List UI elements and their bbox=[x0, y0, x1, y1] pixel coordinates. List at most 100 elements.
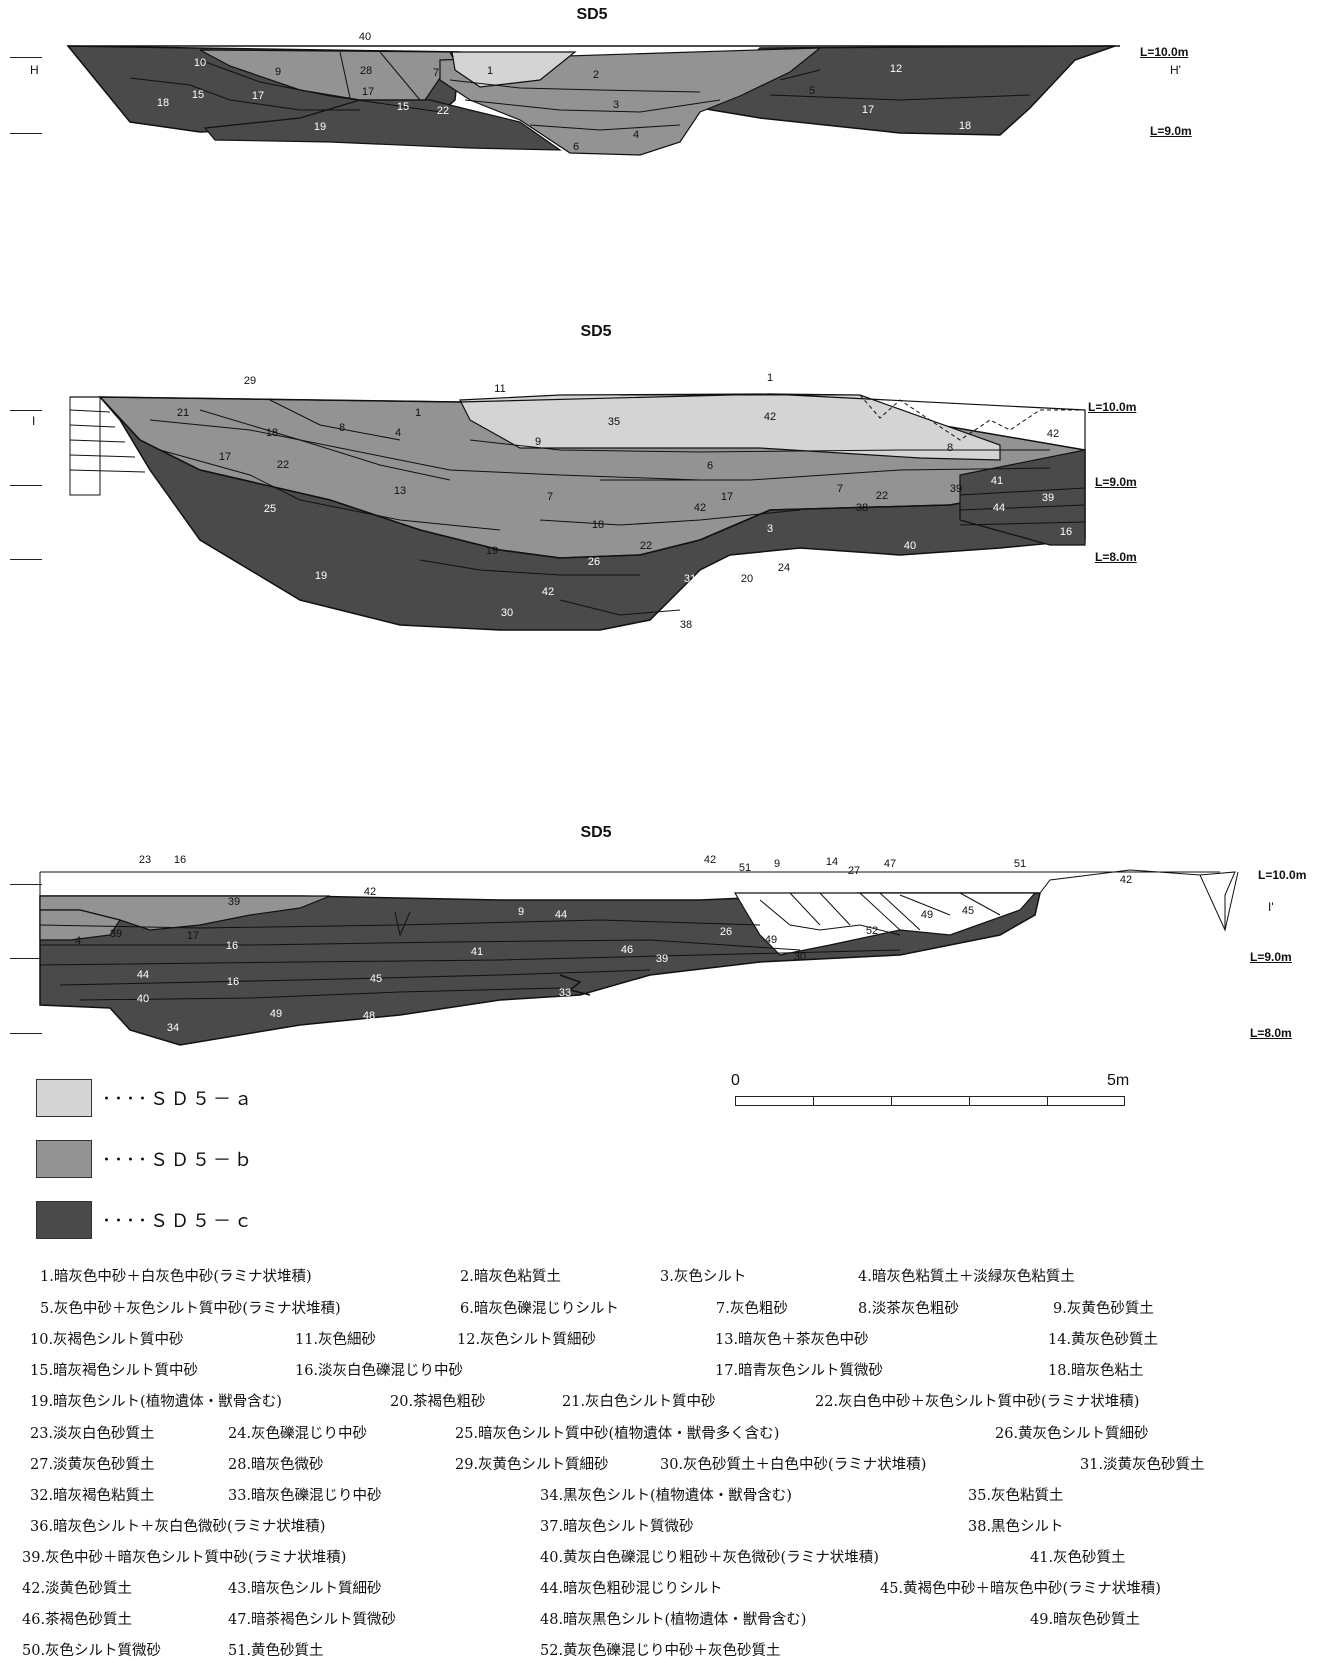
layer-number: 11 bbox=[494, 383, 505, 395]
layer-number: 39 bbox=[1042, 492, 1054, 504]
legend-item-sd5-b: ････ＳＤ５－ｂ bbox=[36, 1139, 255, 1179]
layer-description: 35.灰色粘質土 bbox=[968, 1488, 1064, 1504]
layer-number: 42 bbox=[542, 586, 554, 598]
legend-swatch bbox=[36, 1140, 92, 1178]
layer-number: 5 bbox=[809, 85, 815, 97]
layer-number: 22 bbox=[876, 490, 888, 502]
section-2-diagram: 29 11 1 21 1 35 42 18 8 4 9 42 17 22 6 8… bbox=[69, 372, 1086, 631]
section-1-layer-labels: 40 10 9 28 7 1 2 12 18 15 17 17 15 22 3 … bbox=[157, 31, 971, 153]
layer-fill-sd5-c bbox=[959, 449, 1086, 546]
ground-surface bbox=[70, 393, 1086, 450]
layer-number: 13 bbox=[394, 485, 406, 497]
layer-number: 30 bbox=[501, 607, 513, 619]
layer-number: 29 bbox=[244, 375, 256, 387]
legend-swatch bbox=[36, 1079, 92, 1117]
level-tick bbox=[10, 133, 42, 134]
layer-number: 45 bbox=[370, 973, 382, 985]
layer-number: 30 bbox=[794, 951, 806, 963]
layer-description: 16.淡灰白色礫混じり中砂 bbox=[295, 1363, 464, 1379]
layer-description: 49.暗灰色砂質土 bbox=[1030, 1612, 1141, 1628]
section-2-level-8: L=8.0m bbox=[1095, 550, 1137, 564]
layer-number: 24 bbox=[778, 562, 790, 574]
scale-line bbox=[735, 1096, 1125, 1097]
layer-description: 3.灰色シルト bbox=[660, 1269, 747, 1285]
layer-description: 25.暗灰色シルト質中砂(植物遺体・獣骨多く含む) bbox=[455, 1426, 780, 1442]
layer-number: 21 bbox=[177, 407, 189, 419]
layer-number: 40 bbox=[137, 993, 149, 1005]
layer-description: 30.灰色砂質土＋白色中砂(ラミナ状堆積) bbox=[660, 1457, 927, 1473]
layer-number: 15 bbox=[192, 89, 204, 101]
layer-number: 19 bbox=[315, 570, 327, 582]
section-1-level-10: L=10.0m bbox=[1140, 45, 1189, 59]
level-tick bbox=[10, 559, 42, 560]
layer-number: 45 bbox=[962, 905, 974, 917]
layer-number: 42 bbox=[364, 886, 376, 898]
layer-number: 22 bbox=[437, 105, 449, 117]
layer-description: 23.淡灰白色砂質土 bbox=[30, 1426, 155, 1442]
layer-fill-sd5-c bbox=[99, 396, 1086, 631]
layer-description: 28.暗灰色微砂 bbox=[228, 1457, 324, 1473]
layer-number: 17 bbox=[187, 930, 199, 942]
layer-description: 12.灰色シルト質細砂 bbox=[457, 1332, 597, 1348]
layer-description: 45.黄褐色中砂＋暗灰色中砂(ラミナ状堆積) bbox=[880, 1581, 1161, 1597]
layer-number: 9 bbox=[275, 66, 281, 78]
level-tick bbox=[10, 958, 42, 959]
layer-number: 48 bbox=[363, 1010, 375, 1022]
layer-number: 39 bbox=[228, 896, 240, 908]
layer-number: 46 bbox=[621, 944, 633, 956]
layer-description: 19.暗灰色シルト(植物遺体・獣骨含む) bbox=[30, 1394, 282, 1410]
scale-division bbox=[891, 1096, 892, 1106]
layer-description: 27.淡黄灰色砂質土 bbox=[30, 1457, 155, 1473]
layer-description: 10.灰褐色シルト質中砂 bbox=[30, 1332, 184, 1348]
layer-description: 47.暗茶褐色シルト質微砂 bbox=[228, 1612, 397, 1628]
layer-number: 44 bbox=[137, 969, 149, 981]
layer-number: 16 bbox=[174, 854, 186, 866]
layer-number: 49 bbox=[921, 909, 933, 921]
section-2-fills bbox=[98, 393, 1086, 631]
layer-number: 16 bbox=[226, 940, 238, 952]
layer-description: 46.茶褐色砂質土 bbox=[22, 1612, 133, 1628]
layer-number: 19 bbox=[486, 545, 498, 557]
layer-number: 4 bbox=[75, 935, 81, 947]
layer-description: 31.淡黄灰色砂質土 bbox=[1080, 1457, 1205, 1473]
layer-number: 8 bbox=[947, 442, 953, 454]
layer-description: 52.黄灰色礫混じり中砂＋灰色砂質土 bbox=[540, 1643, 781, 1659]
section-3-level-9: L=9.0m bbox=[1250, 950, 1292, 964]
level-tick bbox=[10, 410, 42, 411]
layer-number: 39 bbox=[656, 953, 668, 965]
layer-number: 42 bbox=[704, 854, 716, 866]
layer-number: 49 bbox=[270, 1008, 282, 1020]
level-tick bbox=[10, 1033, 42, 1034]
layer-description: 5.灰色中砂＋灰色シルト質中砂(ラミナ状堆積) bbox=[40, 1301, 341, 1317]
layer-number: 39 bbox=[110, 928, 122, 940]
section-3-title: SD5 bbox=[580, 824, 612, 841]
level-tick bbox=[10, 485, 42, 486]
layer-number: 17 bbox=[721, 491, 733, 503]
section-3-internal-lines bbox=[39, 869, 1239, 1005]
section-1-start-label: H bbox=[30, 63, 39, 77]
layer-number: 34 bbox=[167, 1022, 179, 1034]
layer-fill-sd5-a bbox=[459, 393, 1001, 461]
layer-number: 9 bbox=[535, 436, 541, 448]
layer-number: 7 bbox=[547, 491, 553, 503]
layer-number: 3 bbox=[613, 99, 619, 111]
layer-description: 15.暗灰褐色シルト質中砂 bbox=[30, 1363, 199, 1379]
layer-number: 18 bbox=[959, 120, 971, 132]
layer-description: 24.灰色礫混じり中砂 bbox=[228, 1426, 368, 1442]
layer-number: 18 bbox=[592, 519, 604, 531]
level-tick bbox=[10, 57, 42, 58]
section-2-start-label: I bbox=[32, 414, 36, 428]
section-1-level-9: L=9.0m bbox=[1150, 124, 1192, 138]
layer-description: 40.黄灰白色礫混じり粗砂＋灰色微砂(ラミナ状堆積) bbox=[540, 1550, 879, 1566]
layer-description: 44.暗灰色粗砂混じりシルト bbox=[540, 1581, 723, 1597]
layer-description: 18.暗灰色粘土 bbox=[1048, 1363, 1144, 1379]
layer-fill-sd5-a bbox=[451, 51, 577, 88]
level-tick bbox=[10, 884, 42, 885]
section-2-layer-labels: 29 11 1 21 1 35 42 18 8 4 9 42 17 22 6 8… bbox=[177, 372, 1072, 631]
scale-division bbox=[1047, 1096, 1048, 1106]
layer-description: 29.灰黄色シルト質細砂 bbox=[455, 1457, 609, 1473]
layer-description: 4.暗灰色粘質土＋淡緑灰色粘質土 bbox=[858, 1269, 1075, 1285]
scale-frame bbox=[735, 1096, 1125, 1106]
layer-number: 6 bbox=[707, 460, 713, 472]
layer-number: 33 bbox=[559, 987, 571, 999]
